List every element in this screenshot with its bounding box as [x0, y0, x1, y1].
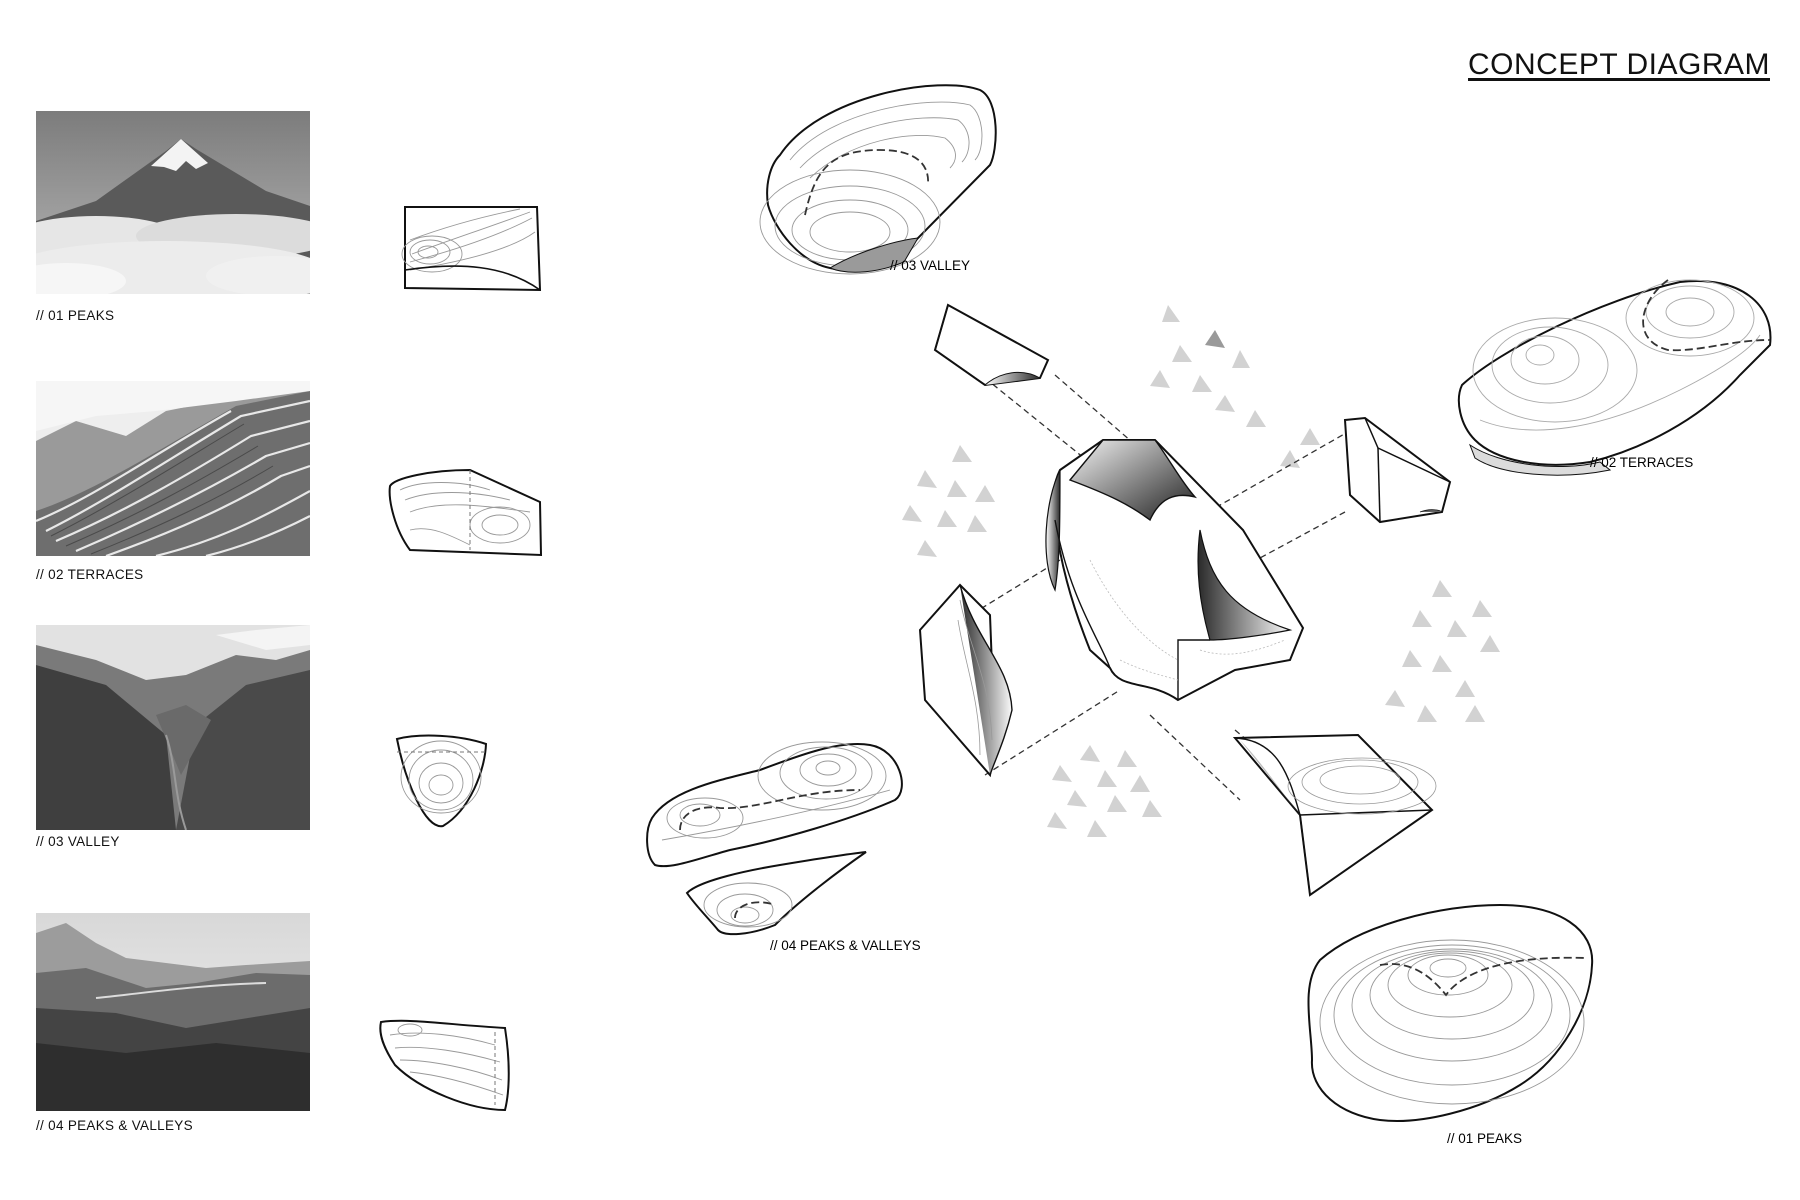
thumbnail-peaks-valleys-block: [380, 1021, 508, 1110]
plan-peaks-valleys: [647, 742, 902, 934]
axon-central-mass: [1046, 440, 1303, 700]
axon-block-peaks: [1235, 735, 1436, 895]
plan-peaks: [1308, 905, 1592, 1121]
thumbnail-valley-block: [397, 736, 486, 827]
label-valley: // 03 VALLEY: [890, 258, 970, 273]
label-terraces: // 02 TERRACES: [1590, 455, 1693, 470]
plan-valley: [760, 85, 996, 274]
label-peaks-valleys: // 04 PEAKS & VALLEYS: [770, 938, 921, 953]
axon-block-terraces: [1345, 418, 1450, 522]
plan-terraces: [1459, 280, 1771, 475]
thumbnail-terraces-block: [390, 470, 541, 555]
label-peaks: // 01 PEAKS: [1447, 1131, 1522, 1146]
axon-block-valley: [935, 305, 1048, 385]
thumbnail-peaks-block: [402, 207, 540, 290]
axon-block-peaks-valleys: [920, 585, 1012, 775]
